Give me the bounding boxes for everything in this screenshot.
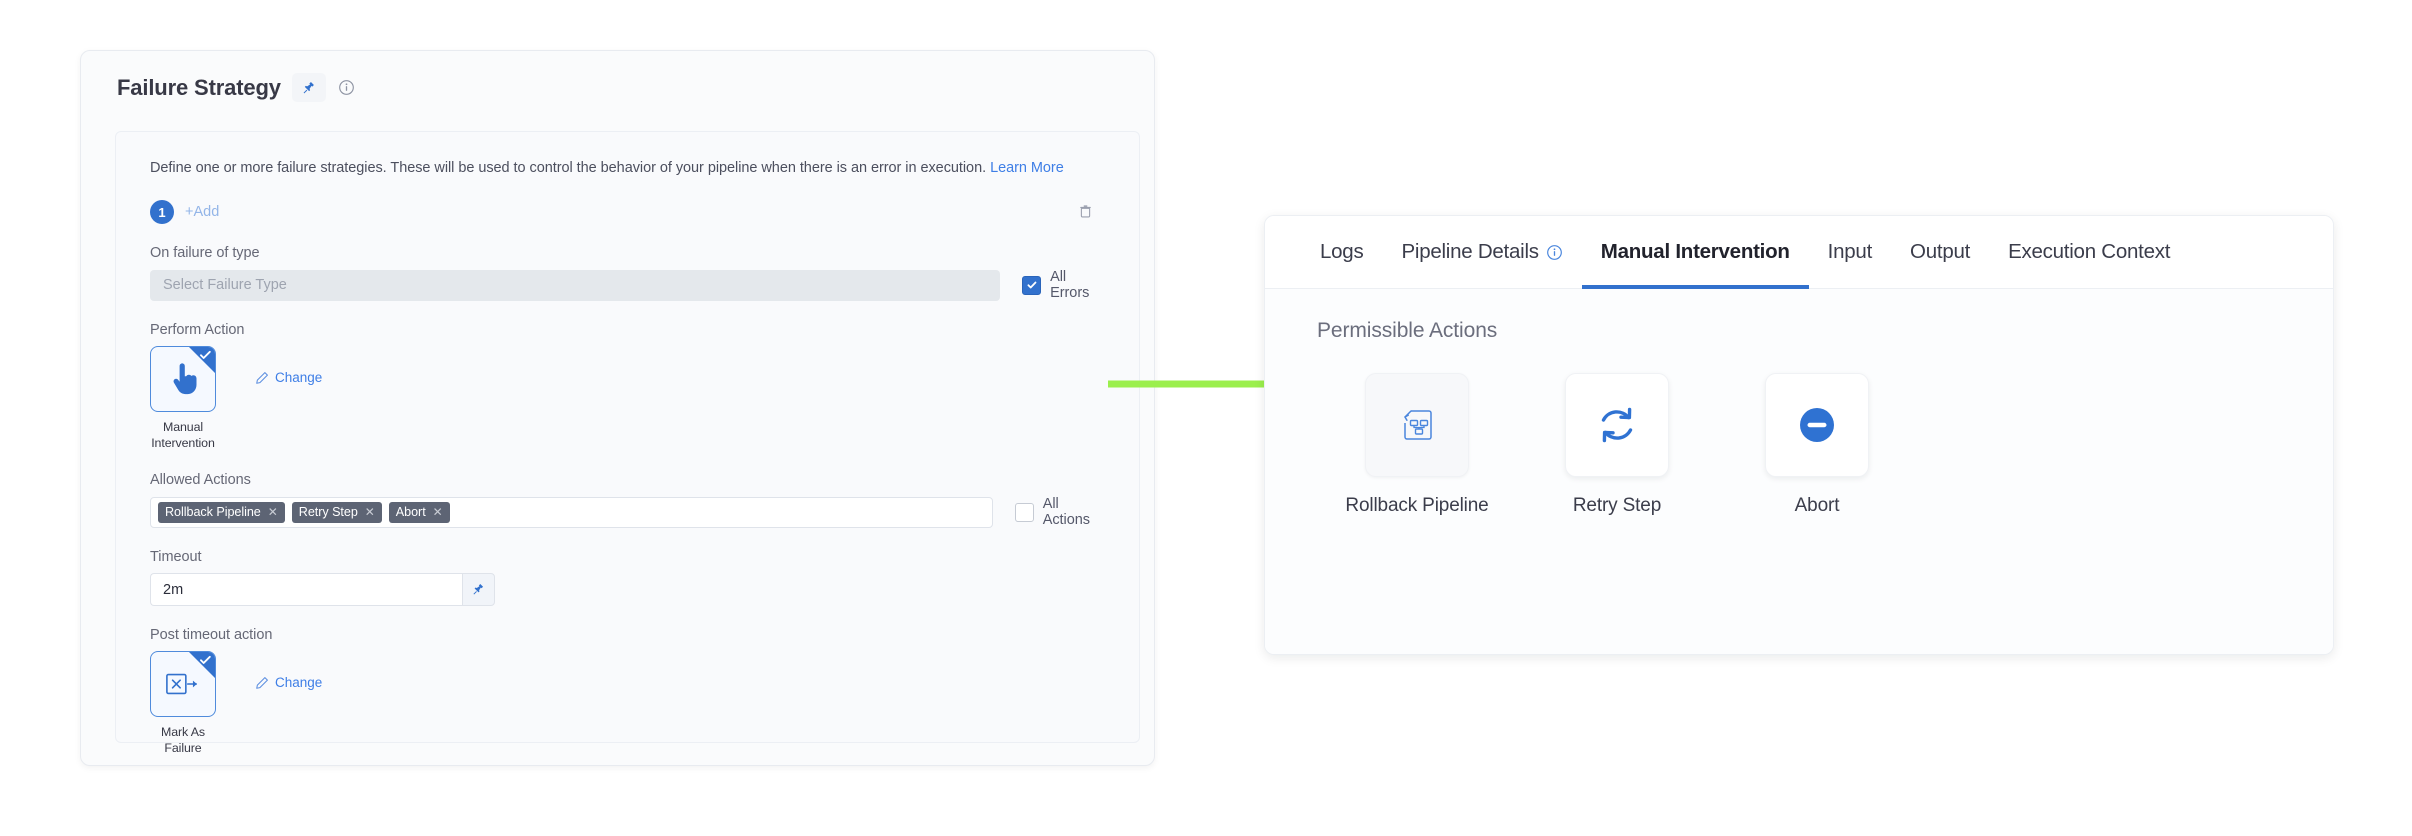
- post-timeout-change-label: Change: [275, 675, 323, 691]
- tag-remove-icon[interactable]: ✕: [267, 505, 278, 520]
- action-card-surface[interactable]: [1365, 373, 1469, 477]
- perform-action-label: Perform Action: [150, 322, 245, 339]
- green-arrow: [1108, 373, 1323, 395]
- tile-selected-corner: [189, 652, 215, 679]
- allowed-actions-row: Rollback Pipeline ✕ Retry Step ✕ Abort ✕: [150, 496, 1105, 528]
- tile-selected-check-icon: [200, 655, 211, 664]
- check-icon: [1027, 281, 1037, 289]
- page-title: Failure Strategy: [117, 74, 281, 100]
- execution-detail-panel: Logs Pipeline Details Manual Interventio…: [1264, 215, 2334, 655]
- pencil-icon: [256, 371, 268, 384]
- perform-action-caption: Manual Intervention: [151, 420, 215, 450]
- tab-label: Logs: [1320, 240, 1364, 263]
- all-actions-checkbox[interactable]: All Actions: [1014, 496, 1105, 529]
- tab-bar: Logs Pipeline Details Manual Interventio…: [1265, 216, 2333, 289]
- tab-manual-intervention[interactable]: Manual Intervention: [1581, 216, 1809, 289]
- retry-refresh-icon: [1601, 407, 1633, 443]
- post-timeout-action-label: Post timeout action: [150, 627, 273, 644]
- all-errors-label: All Errors: [1050, 269, 1090, 302]
- action-card-label: Rollback Pipeline: [1345, 495, 1489, 516]
- manual-intervention-pane: Permissible Actions: [1265, 289, 2333, 654]
- tab-label: Execution Context: [2008, 240, 2171, 263]
- tab-pipeline-details[interactable]: Pipeline Details: [1382, 216, 1581, 289]
- post-timeout-action-row: Mark As Failure Change: [150, 651, 1105, 756]
- add-strategy-link[interactable]: +Add: [185, 204, 220, 221]
- tab-label: Input: [1827, 240, 1873, 263]
- allowed-actions-label: Allowed Actions: [150, 472, 251, 489]
- perform-action-row: Manual Intervention Change: [150, 346, 1105, 451]
- info-circle-icon: [1546, 244, 1562, 260]
- tab-input[interactable]: Input: [1809, 216, 1891, 289]
- tab-output[interactable]: Output: [1891, 216, 1989, 289]
- pin-icon: [473, 583, 484, 595]
- timeout-input[interactable]: 2m: [150, 573, 462, 607]
- info-circle-icon[interactable]: [337, 78, 356, 97]
- perform-action-tile[interactable]: [150, 346, 216, 413]
- abort-minus-circle-icon: [1800, 408, 1834, 442]
- strategy-list-row: 1 +Add: [150, 199, 1105, 225]
- failure-strategy-card: Failure Strategy Define one or more fail…: [80, 50, 1155, 766]
- timeout-pin-button[interactable]: [462, 573, 495, 607]
- learn-more-link[interactable]: Learn More: [990, 160, 1064, 176]
- description-copy: Define one or more failure strategies. T…: [150, 160, 987, 176]
- tag-label: Abort: [395, 505, 426, 520]
- pencil-icon: [256, 676, 268, 689]
- all-actions-checkbox-box[interactable]: [1014, 502, 1034, 522]
- failure-strategy-header: Failure Strategy: [81, 51, 1154, 102]
- tile-selected-corner: [189, 347, 215, 374]
- tag-chip[interactable]: Abort ✕: [388, 501, 450, 523]
- hand-pointer-icon: [173, 362, 197, 394]
- pin-icon: [303, 81, 314, 93]
- tag-remove-icon[interactable]: ✕: [432, 505, 443, 520]
- mark-as-failure-icon: [166, 673, 198, 695]
- tag-remove-icon[interactable]: ✕: [364, 505, 375, 520]
- permissible-actions-list: Rollback Pipeline Retry Step: [1317, 373, 2333, 519]
- perform-action-change-button[interactable]: Change: [255, 370, 322, 385]
- strategy-index-badge[interactable]: 1: [150, 200, 174, 225]
- post-timeout-action-caption: Mark As Failure: [160, 725, 206, 755]
- post-timeout-change-button[interactable]: Change: [255, 675, 322, 690]
- action-card-retry-step[interactable]: Retry Step: [1517, 373, 1717, 519]
- action-card-surface[interactable]: [1765, 373, 1869, 477]
- perform-action-change-label: Change: [275, 370, 323, 386]
- action-card-label: Retry Step: [1572, 495, 1662, 516]
- tab-execution-context[interactable]: Execution Context: [1989, 216, 2189, 289]
- tag-label: Rollback Pipeline: [165, 505, 261, 520]
- action-card-abort[interactable]: Abort: [1717, 373, 1917, 519]
- timeout-label: Timeout: [150, 549, 202, 566]
- tag-label: Retry Step: [298, 505, 358, 520]
- tab-logs[interactable]: Logs: [1301, 216, 1382, 289]
- action-card-surface[interactable]: [1565, 373, 1669, 477]
- tab-label: Manual Intervention: [1600, 240, 1790, 263]
- tag-chip[interactable]: Retry Step ✕: [291, 501, 382, 523]
- allowed-actions-input[interactable]: Rollback Pipeline ✕ Retry Step ✕ Abort ✕: [150, 496, 993, 528]
- tab-label: Output: [1910, 240, 1971, 263]
- tag-chip[interactable]: Rollback Pipeline ✕: [158, 501, 285, 523]
- description-text: Define one or more failure strategies. T…: [150, 158, 1105, 179]
- permissible-actions-title: Permissible Actions: [1317, 319, 1498, 342]
- timeout-field: 2m: [150, 573, 495, 607]
- on-failure-of-type-label: On failure of type: [150, 245, 260, 262]
- on-failure-of-type-row: Select Failure Type All Errors: [150, 269, 1105, 301]
- rollback-pipeline-icon: [1404, 410, 1432, 440]
- post-timeout-action-tile[interactable]: [150, 651, 216, 718]
- failure-strategy-body: Define one or more failure strategies. T…: [115, 131, 1140, 755]
- all-errors-checkbox[interactable]: All Errors: [1022, 269, 1105, 301]
- pin-button[interactable]: [291, 73, 326, 102]
- trash-icon: [1079, 204, 1091, 217]
- delete-strategy-button[interactable]: [1073, 199, 1097, 223]
- failure-type-select[interactable]: Select Failure Type: [150, 269, 1001, 301]
- tab-label: Pipeline Details: [1401, 240, 1539, 263]
- action-card-rollback-pipeline[interactable]: Rollback Pipeline: [1317, 373, 1517, 519]
- tile-selected-check-icon: [200, 350, 211, 359]
- all-errors-checkbox-box[interactable]: [1022, 275, 1042, 295]
- action-card-label: Abort: [1794, 495, 1840, 516]
- all-actions-label: All Actions: [1042, 496, 1090, 529]
